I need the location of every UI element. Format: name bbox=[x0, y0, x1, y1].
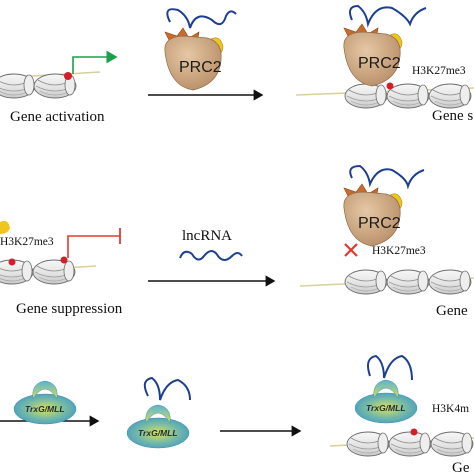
histone-mark bbox=[8, 258, 16, 266]
trxg-complex: TrxG/MLL bbox=[126, 404, 190, 449]
rna-strand bbox=[367, 354, 413, 381]
h3k27me3-label: H3K27me3 bbox=[372, 245, 426, 257]
histone-mark bbox=[410, 428, 418, 436]
svg-text:PRC2: PRC2 bbox=[358, 55, 401, 72]
nucleosome bbox=[346, 431, 474, 457]
prc2-complex: PRC2 bbox=[343, 183, 403, 247]
prc2-fragment bbox=[0, 220, 10, 234]
svg-text:TrxG/MLL: TrxG/MLL bbox=[366, 403, 406, 413]
gene-activation-label: Gene bbox=[436, 303, 468, 319]
nucleosome bbox=[344, 83, 472, 109]
row3: TrxG/MLL TrxG/MLL TrxG/MLL H3K4m Ge bbox=[0, 354, 474, 474]
row2: H3K27me3 Gene suppression lncRNA PRC2 H3… bbox=[0, 164, 474, 319]
rna-strand bbox=[349, 164, 425, 190]
trxg-complex: TrxG/MLL bbox=[354, 379, 418, 424]
histone-mark bbox=[64, 72, 72, 80]
prc2-complex: PRC2 bbox=[343, 23, 403, 87]
trxg-complex: TrxG/MLL bbox=[13, 380, 77, 425]
lncrna-label: lncRNA bbox=[182, 228, 232, 244]
gene-suppression-label: Gene s bbox=[432, 108, 473, 124]
rna-strand bbox=[349, 4, 427, 28]
rna-strand bbox=[143, 376, 191, 401]
h3k4me3-label: H3K4m bbox=[432, 403, 469, 415]
histone-mark bbox=[386, 82, 394, 90]
activation-arrow bbox=[72, 50, 118, 74]
h3k27me3-label: H3K27me3 bbox=[0, 236, 54, 248]
histone-mark bbox=[60, 256, 68, 264]
lncrna-strand bbox=[179, 250, 243, 261]
svg-text:TrxG/MLL: TrxG/MLL bbox=[138, 428, 178, 438]
gene-suppression-label: Gene suppression bbox=[16, 301, 123, 317]
row1: Gene activation PRC2 PRC2 H3K27me3 Gene … bbox=[0, 4, 474, 125]
blocked-x-icon bbox=[344, 243, 358, 257]
svg-text:PRC2: PRC2 bbox=[179, 59, 222, 76]
gene-activation-label: Gene activation bbox=[10, 109, 105, 125]
gene-activation-label: Ge bbox=[452, 460, 470, 474]
nucleosome bbox=[344, 269, 472, 295]
svg-text:PRC2: PRC2 bbox=[358, 215, 401, 232]
prc2-complex: PRC2 bbox=[164, 27, 224, 91]
repression-arrow bbox=[67, 235, 120, 258]
rna-strand bbox=[166, 8, 237, 29]
h3k27me3-label: H3K27me3 bbox=[412, 65, 466, 77]
svg-text:TrxG/MLL: TrxG/MLL bbox=[25, 404, 65, 414]
